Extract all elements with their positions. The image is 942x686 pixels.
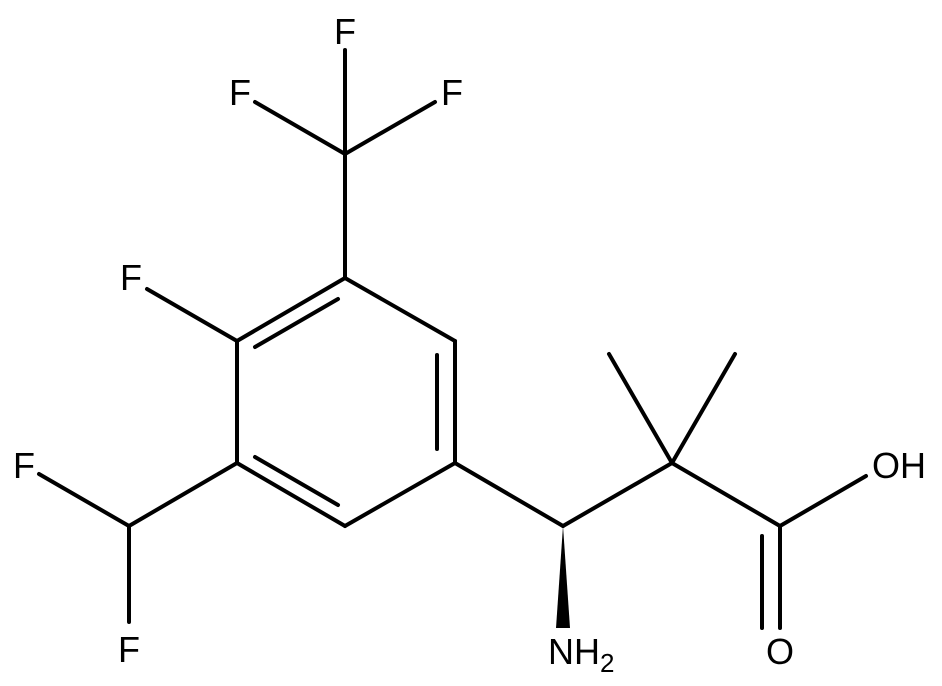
bond-methyl-right <box>670 352 737 465</box>
bond-ring-f <box>145 287 239 343</box>
amine-label-main: NH <box>548 631 600 672</box>
bond-cf3-f-left <box>253 100 347 156</box>
ring-bond-c3-c4 <box>343 461 457 528</box>
bond-methyl-left <box>607 352 674 465</box>
atom-label-f-cf3-right: F <box>441 72 463 113</box>
amine-label-subscript: 2 <box>600 648 614 678</box>
atom-label-hydroxyl: OH <box>872 445 926 486</box>
stereo-wedge-bond <box>556 526 570 628</box>
atom-label-f-chf2-left: F <box>13 445 35 486</box>
atom-label-f-cf3-top: F <box>334 11 356 52</box>
bond-carboxyl-hydroxyl <box>778 474 868 528</box>
bond-ring-chiral-carbon <box>453 461 565 528</box>
atom-label-f-ring: F <box>120 257 142 298</box>
ring-bond-c1-c2 <box>343 276 457 343</box>
ring-inner-bond-b <box>253 455 340 507</box>
bond-cf3-f-right <box>343 100 437 156</box>
ring-inner-bond-c <box>253 297 340 349</box>
bond-chiral-quaternary <box>561 461 674 528</box>
atom-label-amine: NH2 <box>548 631 614 678</box>
bond-chf2-f-left <box>37 472 131 528</box>
atom-label-f-cf3-left: F <box>229 72 251 113</box>
bond-quaternary-carboxyl <box>670 461 782 528</box>
atom-label-carbonyl-oxygen: O <box>766 631 794 672</box>
atom-label-f-chf2-bottom: F <box>118 629 140 670</box>
ring-bond-c6-c1 <box>235 276 347 343</box>
bond-ring-chf2 <box>127 461 239 528</box>
ring-bond-c4-c5 <box>235 461 347 528</box>
